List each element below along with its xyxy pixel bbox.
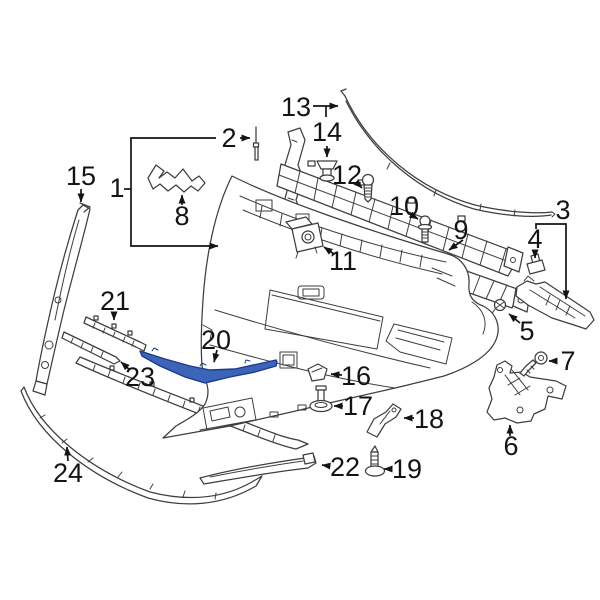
slat-strip-23 xyxy=(61,331,121,365)
screw-12 xyxy=(361,173,375,203)
callout-label-8[interactable]: 8 xyxy=(174,201,189,231)
callout-label-1[interactable]: 1 xyxy=(109,173,124,203)
callout-label-9[interactable]: 9 xyxy=(453,215,468,245)
slat-strip-21 xyxy=(83,315,147,352)
highlighted-part-20[interactable] xyxy=(139,350,278,384)
callout-label-22[interactable]: 22 xyxy=(330,452,360,482)
highlighted-part-20-tabs xyxy=(151,347,251,367)
screw-19 xyxy=(364,445,386,477)
callout-label-23[interactable]: 23 xyxy=(125,362,155,392)
callout-label-12[interactable]: 12 xyxy=(332,160,362,190)
emblem-8 xyxy=(147,164,206,193)
callout-label-10[interactable]: 10 xyxy=(389,191,419,221)
lower-molding-bar xyxy=(75,356,309,450)
clip-14 xyxy=(316,160,338,182)
clip-16 xyxy=(307,363,328,382)
callout-label-4[interactable]: 4 xyxy=(527,224,542,254)
upper-seal-strip xyxy=(340,88,556,218)
callout-label-2[interactable]: 2 xyxy=(221,123,236,153)
callout-label-20[interactable]: 20 xyxy=(201,325,231,355)
callout-label-19[interactable]: 19 xyxy=(392,454,422,484)
callout-label-16[interactable]: 16 xyxy=(341,361,371,391)
bumper-cover xyxy=(162,175,499,439)
callout-label-14[interactable]: 14 xyxy=(312,117,342,147)
callout-label-3[interactable]: 3 xyxy=(555,195,570,225)
pin-2 xyxy=(252,126,260,161)
fog-bracket-6 xyxy=(486,360,567,424)
callout-label-17[interactable]: 17 xyxy=(343,391,373,421)
sensor-11 xyxy=(285,216,324,259)
bolt-10 xyxy=(417,215,433,243)
rivet-17 xyxy=(309,385,333,413)
callout-label-18[interactable]: 18 xyxy=(414,404,444,434)
side-bracket xyxy=(515,275,595,330)
fog-molding-22 xyxy=(199,452,317,485)
callout-labels: 1 2 3 4 5 6 7 8 9 10 11 12 13 14 15 16 1… xyxy=(53,92,576,488)
callout-label-13[interactable]: 13 xyxy=(281,92,311,122)
clip-4 xyxy=(526,253,546,275)
screw-7 xyxy=(519,351,548,377)
bracket-18 xyxy=(366,403,402,438)
apron-bracket-15 xyxy=(32,202,91,396)
callout-label-5[interactable]: 5 xyxy=(519,316,534,346)
callout-label-15[interactable]: 15 xyxy=(66,161,96,191)
callout-label-24[interactable]: 24 xyxy=(53,458,83,488)
bolt-5 xyxy=(490,298,507,316)
callout-label-7[interactable]: 7 xyxy=(560,346,575,376)
callout-label-21[interactable]: 21 xyxy=(100,286,130,316)
callout-label-6[interactable]: 6 xyxy=(503,431,518,461)
callout-label-11[interactable]: 11 xyxy=(329,246,357,276)
leader-lines xyxy=(64,102,570,473)
lower-lip-24 xyxy=(20,386,263,505)
